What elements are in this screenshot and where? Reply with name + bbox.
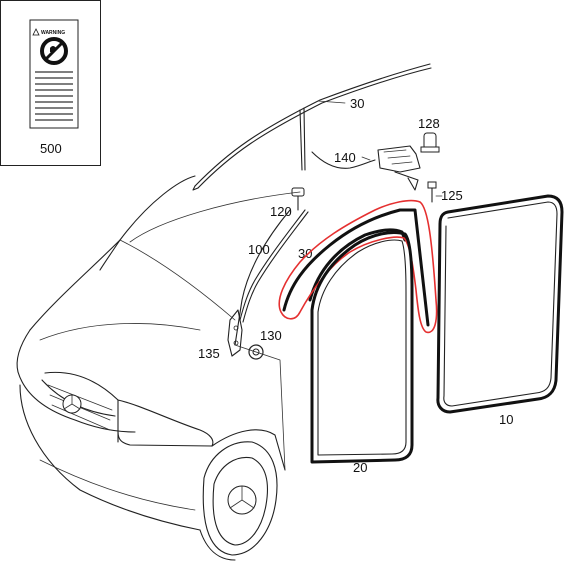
warning-sticker xyxy=(29,19,79,129)
warning-sticker-lines xyxy=(35,71,73,121)
inset-warning-label: WARNING 500 xyxy=(0,0,101,166)
part-10-door-seal: 10 xyxy=(436,194,564,427)
callout-30-roof: 30 xyxy=(350,96,364,111)
callout-140: 140 xyxy=(334,150,356,165)
warning-triangle-icon xyxy=(32,28,40,36)
airbag-figure-icon xyxy=(50,46,56,53)
roof-molding-strip: 30 xyxy=(192,63,432,191)
callout-130: 130 xyxy=(260,328,282,343)
callout-10: 10 xyxy=(499,412,513,427)
callout-500: 500 xyxy=(40,141,62,156)
callout-30-door: 30 xyxy=(298,246,312,261)
warning-sticker-text: WARNING xyxy=(41,30,65,36)
part-130-grommet: 130 xyxy=(248,328,282,360)
callout-128: 128 xyxy=(418,116,440,131)
part-125-bolt: 125 xyxy=(427,181,463,203)
part-140-lock-assembly: 140 xyxy=(311,145,421,191)
part-30-door-trim: 30 xyxy=(282,208,430,327)
part-135-bracket: 135 xyxy=(198,309,243,361)
callout-125: 125 xyxy=(441,188,463,203)
van-body xyxy=(16,175,301,561)
part-100-hose: 100 xyxy=(239,209,309,323)
part-128-clip: 128 xyxy=(418,116,440,153)
callout-20: 20 xyxy=(353,460,367,475)
part-20-door-seal: 20 xyxy=(310,230,414,475)
callout-135: 135 xyxy=(198,346,220,361)
